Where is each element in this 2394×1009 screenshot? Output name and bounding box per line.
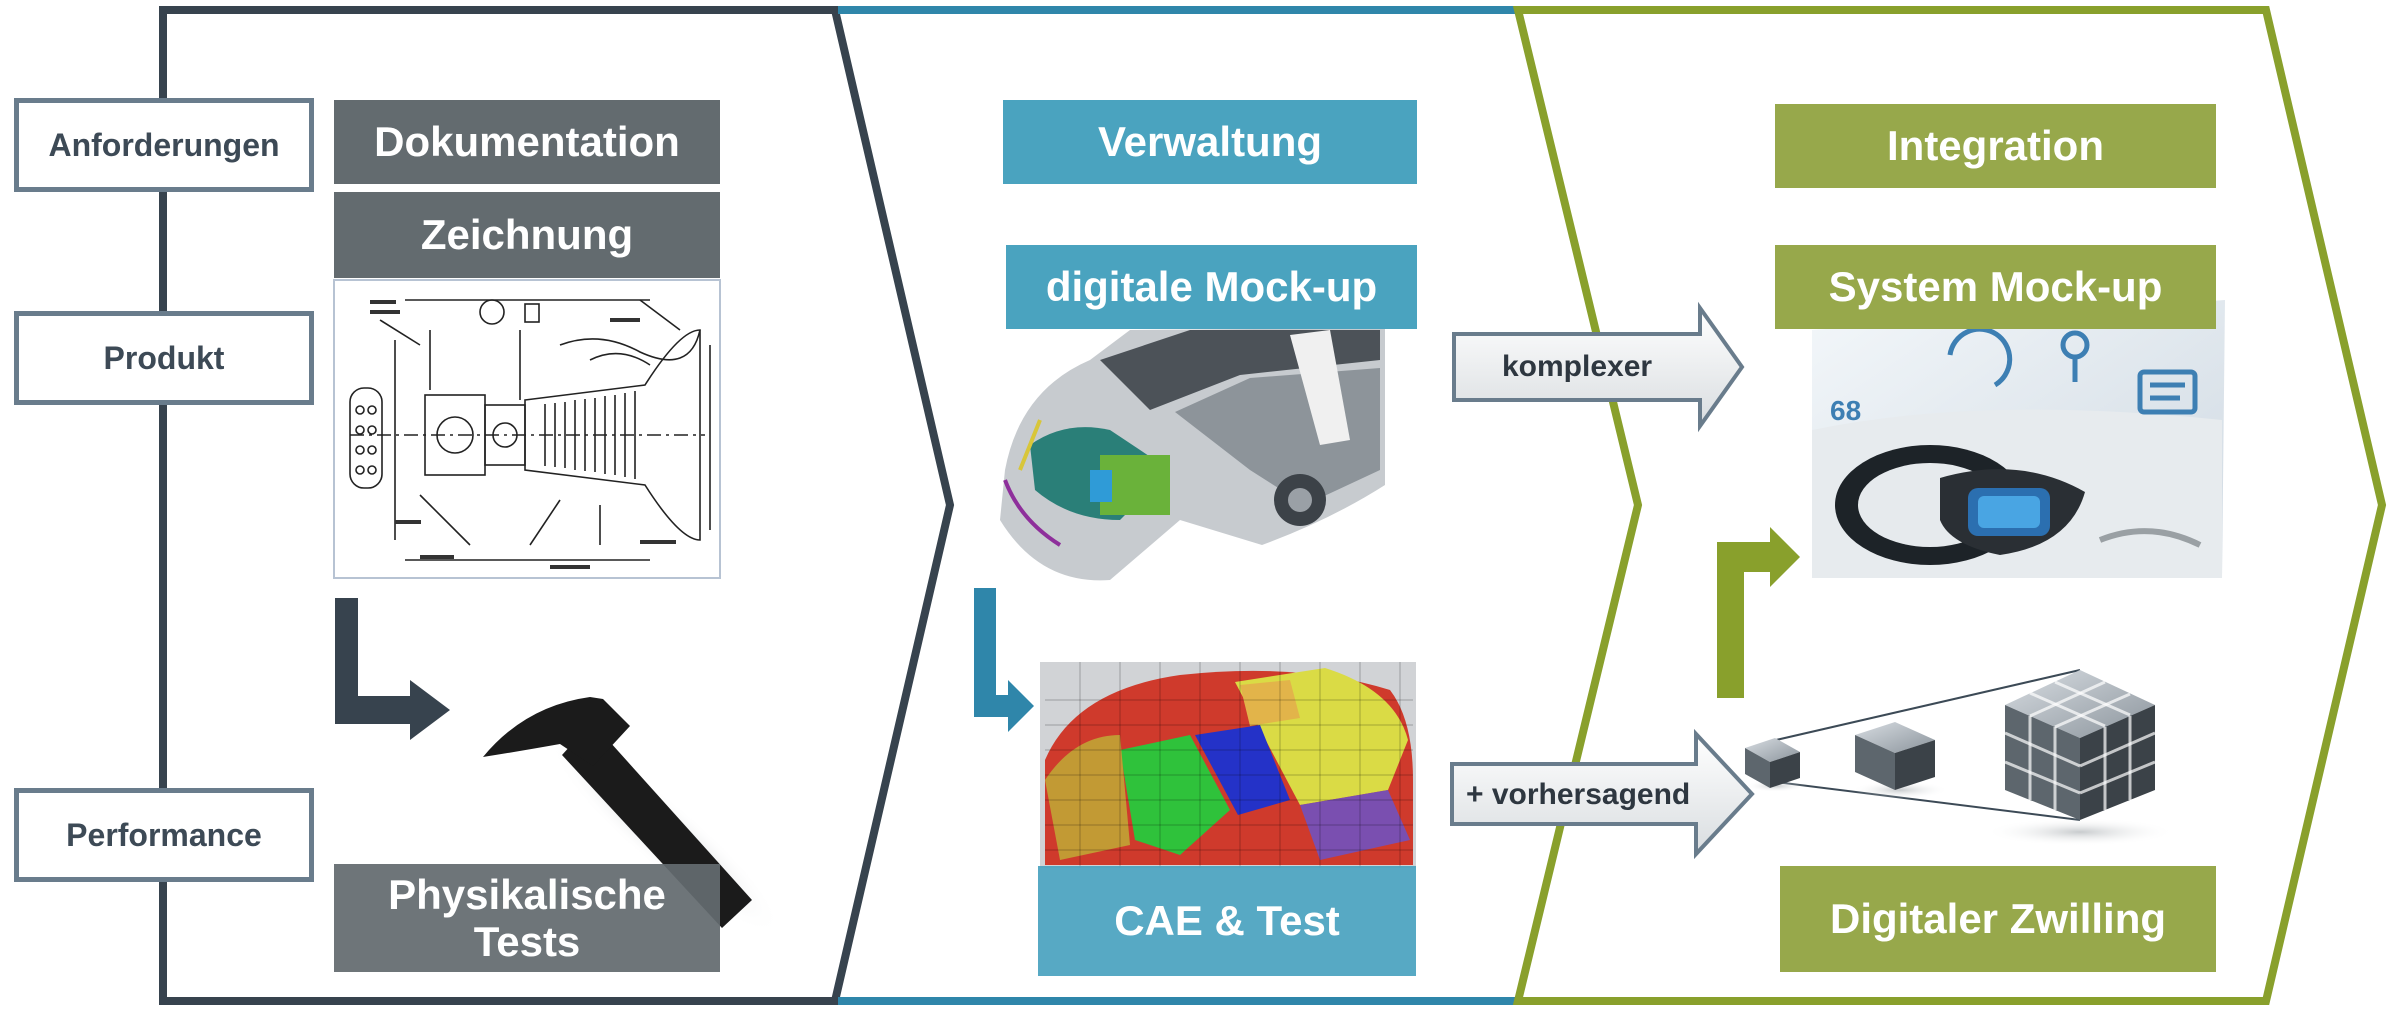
box-documentation: Dokumentation — [334, 100, 720, 184]
box-cae-test: CAE & Test — [1038, 866, 1416, 976]
engineering-drawing-icon — [333, 279, 721, 579]
elbow-arrow-left — [335, 598, 450, 740]
box-system-mockup: System Mock-up — [1775, 245, 2216, 329]
box-management: Verwaltung — [1003, 100, 1417, 184]
side-label-product: Produkt — [14, 311, 314, 405]
arrow-more-complex[interactable] — [1452, 301, 1745, 433]
car-body-mockup-icon — [1000, 328, 1385, 581]
box-physical-tests: Physikalische Tests — [334, 864, 720, 972]
elbow-arrow-middle — [974, 588, 1034, 732]
stage3-outline — [1512, 6, 2387, 1005]
arrow-predictive[interactable] — [1450, 728, 1755, 860]
car-dashboard-icon: 68 — [1812, 300, 2225, 578]
box-integration: Integration — [1775, 104, 2216, 188]
elbow-arrow-right — [1717, 527, 1800, 698]
side-label-performance: Performance — [14, 788, 314, 882]
side-label-requirements: Anforderungen — [14, 98, 314, 192]
box-drawing: Zeichnung — [334, 192, 720, 278]
arrow-label-more-complex: komplexer — [1502, 350, 1653, 383]
box-digital-mockup: digitale Mock-up — [1006, 245, 1417, 329]
box-digital-twin: Digitaler Zwilling — [1780, 866, 2216, 972]
car-fem-mesh-icon — [1040, 662, 1416, 868]
svg-text:68: 68 — [1830, 395, 1861, 426]
cube-icon — [1745, 669, 2175, 846]
arrow-label-predictive: + vorhersagend — [1466, 778, 1691, 811]
